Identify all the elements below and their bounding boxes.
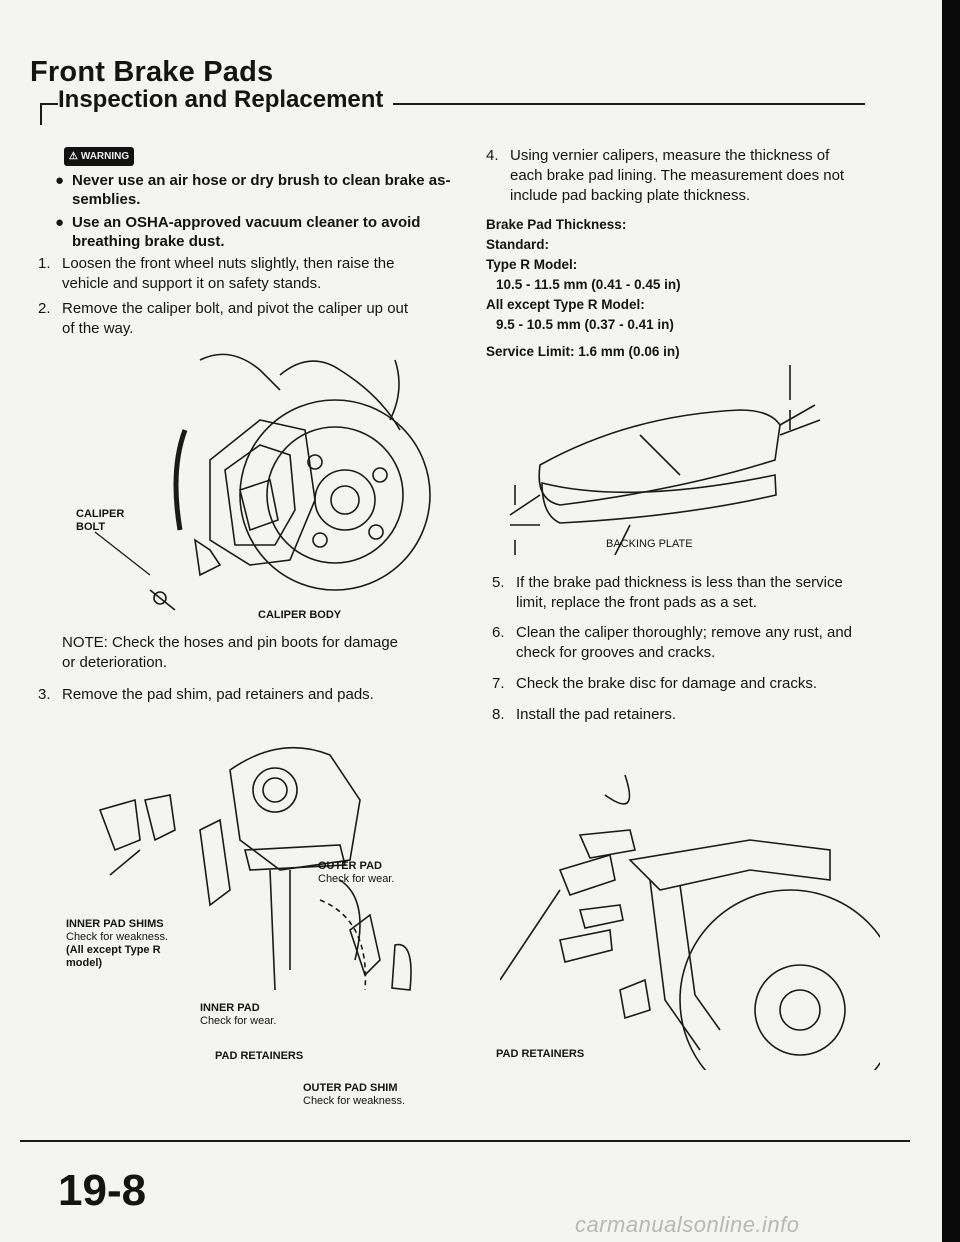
spec-other-label: All except Type R Model: — [486, 297, 645, 312]
label-pad-retainers-right: PAD RETAINERS — [496, 1048, 585, 1060]
bullet-icon: ● — [55, 172, 65, 189]
spec-heading: Brake Pad Thickness: — [486, 217, 627, 232]
label-inner-pad-shims: INNER PAD SHIMS — [66, 918, 164, 930]
warning-item-1: ● Never use an air hose or dry brush to … — [55, 172, 451, 208]
bullet-icon: ● — [55, 214, 65, 231]
step-7: 7. Check the brake disc for damage and c… — [492, 675, 817, 692]
spec-typer-label: Type R Model: — [486, 257, 578, 272]
label-outer-pad-shim-note: Check for weakness. — [303, 1095, 406, 1107]
step-1: 1. Loosen the front wheel nuts slightly,… — [38, 255, 395, 292]
label-outer-pad: OUTER PAD — [318, 860, 382, 872]
pads-illustration — [98, 746, 412, 991]
step-8: 8. Install the pad retainers. — [492, 706, 677, 723]
spec-typer-value: 10.5 - 11.5 mm (0.41 - 0.45 in) — [496, 277, 681, 292]
spec-standard: Standard: — [486, 237, 550, 252]
warning-triangle-icon: ⚠ — [68, 151, 78, 162]
watermark: carmanualsonline.info — [575, 1212, 800, 1237]
page-number: 19-8 — [58, 1166, 147, 1215]
pad-retainers-illustration — [500, 774, 880, 1070]
pad-thickness-illustration — [509, 365, 821, 555]
label-inner-pad: INNER PAD — [200, 1002, 260, 1014]
label-pad-retainers-left: PAD RETAINERS — [215, 1050, 304, 1062]
section-rule — [40, 103, 865, 105]
warning-badge: ⚠ WARNING — [64, 147, 134, 166]
label-outer-pad-note: Check for wear. — [318, 873, 395, 885]
label-backing-plate: BACKING PLATE — [606, 538, 693, 550]
spec-other-value: 9.5 - 10.5 mm (0.37 - 0.41 in) — [496, 317, 674, 332]
section-rule-tick — [40, 103, 42, 125]
page-edge-bar — [942, 0, 960, 1242]
page-title: Front Brake Pads — [30, 56, 274, 88]
step-3: 3. Remove the pad shim, pad retainers an… — [38, 686, 374, 703]
label-caliper-body: CALIPER BODY — [258, 609, 342, 621]
step-4: 4. Using vernier calipers, measure the t… — [486, 147, 845, 204]
label-inner-pad-shims-note2: (All except Type R — [66, 944, 161, 956]
note-text: NOTE: Check the hoses and pin boots for … — [62, 634, 399, 671]
label-inner-pad-shims-note3: model) — [66, 957, 103, 969]
section-subtitle: Inspection and Replacement — [58, 86, 394, 114]
label-inner-pad-shims-note: Check for weakness. — [66, 931, 169, 943]
spec-service-limit: Service Limit: 1.6 mm (0.06 in) — [486, 344, 680, 359]
step-6: 6. Clean the caliper thoroughly; remove … — [492, 624, 853, 661]
warning-item-2: ● Use an OSHA-approved vacuum cleaner to… — [55, 214, 421, 250]
label-inner-pad-note: Check for wear. — [200, 1015, 277, 1027]
label-outer-pad-shim: OUTER PAD SHIM — [303, 1082, 398, 1094]
footer-rule — [20, 1140, 910, 1142]
leader-line-caliper-bolt — [94, 531, 151, 576]
caliper-illustration — [149, 353, 431, 611]
warning-badge-label: WARNING — [80, 151, 130, 162]
step-5: 5. If the brake pad thickness is less th… — [492, 574, 843, 611]
step-2: 2. Remove the caliper bolt, and pivot th… — [38, 300, 409, 337]
